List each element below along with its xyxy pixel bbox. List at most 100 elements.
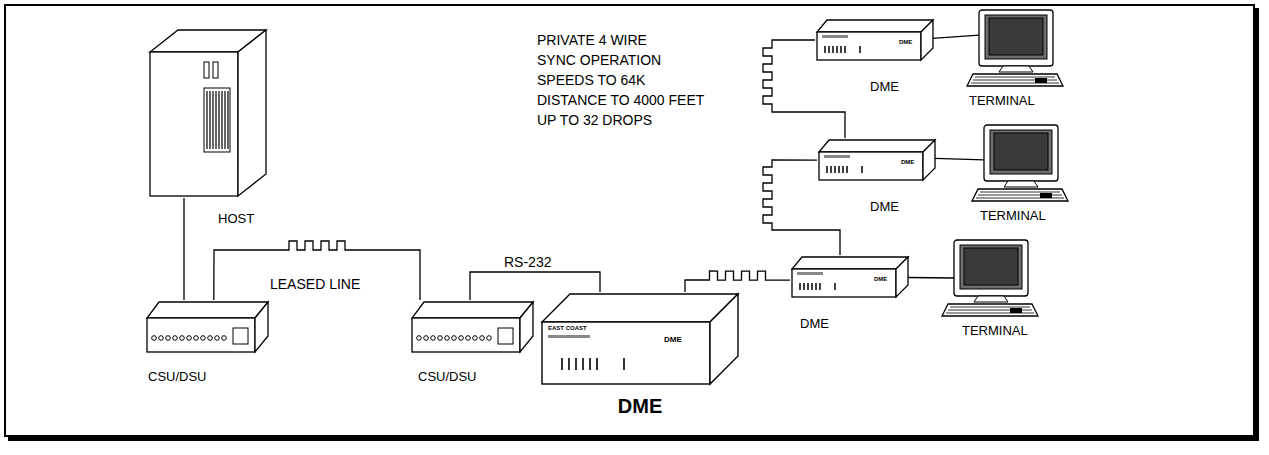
drawing-part <box>819 283 821 290</box>
terminal: TERMINAL <box>965 8 1065 88</box>
drawing-part <box>974 296 1008 302</box>
drawing-part <box>459 336 464 341</box>
drawing-part <box>896 257 908 297</box>
face-label: DME <box>664 336 682 344</box>
drawing-part <box>979 10 1053 66</box>
spec-note: DISTANCE TO 4000 FEET <box>535 92 706 108</box>
drawing-part <box>473 336 478 341</box>
drawing-part <box>984 125 1058 181</box>
drawing-part <box>208 336 213 341</box>
drawing-part <box>147 318 255 352</box>
device-caption: TERMINAL <box>980 209 1046 222</box>
drawing-part <box>842 166 844 173</box>
drawing-part <box>954 240 1028 296</box>
spec-note: PRIVATE 4 WIRE <box>535 32 649 48</box>
drawing-part <box>204 88 230 152</box>
drawing-part <box>817 32 921 60</box>
bigdme-icon <box>540 292 740 387</box>
drawing-part <box>542 322 710 384</box>
drawing-part <box>238 30 266 196</box>
drawing-part <box>520 302 533 352</box>
drawing-part <box>412 302 533 318</box>
terminal-icon <box>940 238 1040 318</box>
drawing-part <box>542 294 738 322</box>
drawing-part <box>972 189 1068 201</box>
drawing-part <box>799 283 801 290</box>
dme-icon <box>817 138 937 183</box>
drawing-part <box>836 46 838 53</box>
drawing-part <box>596 358 598 370</box>
drawing-part <box>215 336 220 341</box>
drawing-part <box>921 20 933 60</box>
drawing-part <box>417 336 422 341</box>
drawing-part <box>424 336 429 341</box>
drawing-part <box>187 336 192 341</box>
drawing-part <box>589 358 591 370</box>
line-connector <box>908 277 954 279</box>
drawing-part <box>180 336 185 341</box>
drawing-part <box>990 130 1052 174</box>
drawing-part <box>840 46 842 53</box>
drawing-part <box>832 46 834 53</box>
drawing-part <box>1035 78 1047 83</box>
drawing-part <box>710 294 738 384</box>
drawing-part <box>834 166 836 173</box>
drawing-part <box>942 304 1038 316</box>
device-caption: DME <box>870 200 899 213</box>
drawing-part <box>166 336 171 341</box>
drawing-part <box>498 328 513 344</box>
drawing-part <box>215 91 216 149</box>
drawing-part <box>452 336 457 341</box>
drawing-part <box>412 318 520 352</box>
face-label: EAST COAST <box>548 325 587 331</box>
drawing-part <box>975 77 1055 78</box>
drawing-part <box>438 336 443 341</box>
drawing-part <box>209 91 210 149</box>
drawing-part <box>206 91 207 149</box>
line-connector <box>685 271 790 292</box>
face-label: DME <box>901 159 914 165</box>
drawing-part <box>221 91 222 149</box>
drawing-part <box>830 166 832 173</box>
drawing-part <box>582 358 584 370</box>
drawing-part <box>861 166 863 173</box>
drawing-part <box>575 358 577 370</box>
drawing-part <box>466 336 471 341</box>
spec-note: SPEEDS TO 64K <box>535 72 647 88</box>
drawing-part <box>964 248 1018 285</box>
host-computer: HOST <box>148 28 268 198</box>
drawing-part <box>159 336 164 341</box>
drawing-part <box>150 52 238 196</box>
dme-icon <box>815 18 935 63</box>
drawing-part <box>819 152 923 180</box>
drawing-part <box>817 20 933 32</box>
drawing-part <box>859 46 861 53</box>
drawing-part <box>989 18 1043 55</box>
drawing-part <box>233 328 248 344</box>
drawing-part <box>824 46 826 53</box>
face-label: DME <box>899 39 912 45</box>
drawing-part <box>828 46 830 53</box>
device-caption: TERMINAL <box>969 94 1035 107</box>
drawing-part <box>1004 181 1038 187</box>
drawing-part <box>994 133 1048 170</box>
drawing-part <box>824 155 850 158</box>
drawing-part <box>1010 308 1022 313</box>
dme-icon <box>790 255 910 300</box>
host-icon <box>148 28 268 198</box>
drawing-part <box>967 74 1063 86</box>
drawing-part <box>222 336 227 341</box>
drawing-part <box>999 66 1033 72</box>
dme-drop-unit: DMEDME <box>815 18 935 63</box>
drawing-part <box>834 283 836 290</box>
drawing-part <box>960 245 1022 289</box>
drawing-part <box>224 91 225 149</box>
drawing-part <box>803 283 805 290</box>
device-caption: DME <box>870 80 899 93</box>
device-caption: CSU/DSU <box>418 370 477 383</box>
drawing-part <box>212 91 213 149</box>
device-caption: CSU/DSU <box>148 370 207 383</box>
line-connector <box>933 35 979 38</box>
drawing-part <box>815 283 817 290</box>
